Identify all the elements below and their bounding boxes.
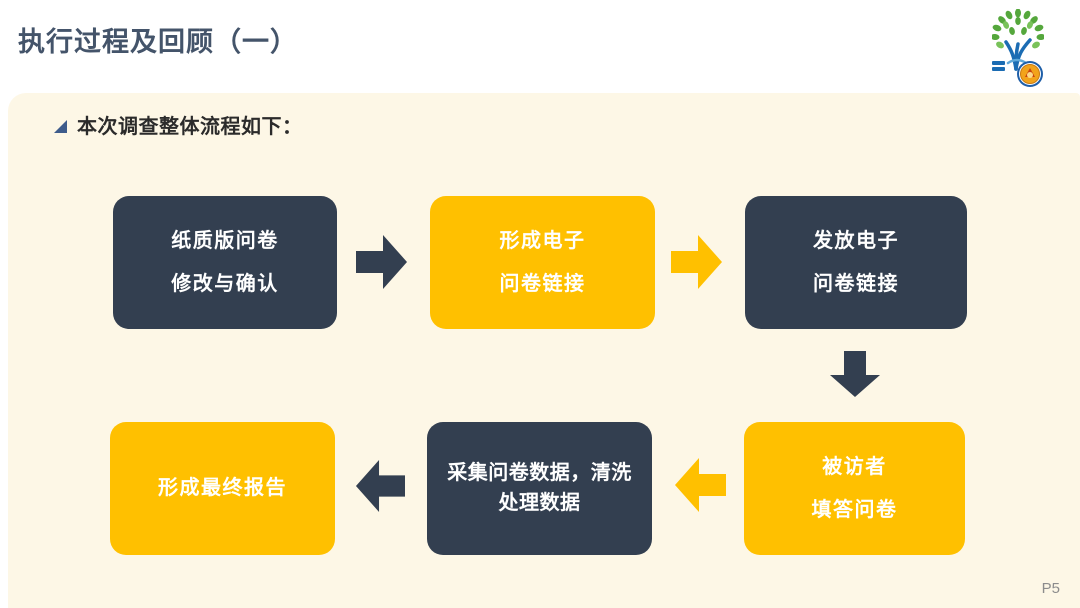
flow-step-4-line-1: 被访者 bbox=[822, 455, 887, 478]
flow-step-2-line-2: 问卷链接 bbox=[499, 272, 586, 295]
arrow-left-icon bbox=[355, 459, 405, 513]
triangle-bullet-icon bbox=[54, 119, 67, 133]
logo-badge bbox=[1017, 61, 1043, 87]
flow-step-5-line-1: 采集问卷数据，清洗 bbox=[447, 462, 632, 484]
arrow-right-icon bbox=[356, 234, 408, 290]
flow-step-1: 纸质版问卷 修改与确认 bbox=[113, 196, 337, 329]
flow-step-2-line-1: 形成电子 bbox=[499, 229, 586, 252]
logo-text-marks bbox=[992, 61, 1005, 71]
flow-step-4: 被访者 填答问卷 bbox=[744, 422, 965, 555]
flow-step-6: 形成最终报告 bbox=[110, 422, 335, 555]
tree-trunk bbox=[1004, 38, 1032, 71]
flow-step-6-line-1: 形成最终报告 bbox=[158, 477, 287, 499]
flow-step-3-line-1: 发放电子 bbox=[813, 229, 899, 252]
page-title: 执行过程及回顾（一） bbox=[18, 27, 298, 57]
flow-step-2: 形成电子 问卷链接 bbox=[430, 196, 655, 329]
section-heading-row: 本次调查整体流程如下： bbox=[54, 110, 303, 139]
arrow-right-icon bbox=[671, 234, 723, 290]
arrow-left-icon bbox=[674, 457, 726, 513]
flow-step-1-line-2: 修改与确认 bbox=[171, 272, 279, 295]
community-tree-logo-icon bbox=[990, 8, 1046, 89]
flow-step-3-line-2: 问卷链接 bbox=[813, 272, 899, 295]
flow-step-5: 采集问卷数据，清洗 处理数据 bbox=[427, 422, 652, 555]
flow-step-5-line-2: 处理数据 bbox=[498, 492, 581, 514]
flow-step-3: 发放电子 问卷链接 bbox=[745, 196, 967, 329]
flow-step-4-line-2: 填答问卷 bbox=[811, 498, 898, 521]
flow-step-1-line-1: 纸质版问卷 bbox=[171, 229, 279, 252]
section-heading: 本次调查整体流程如下： bbox=[77, 116, 303, 138]
tree-canopy bbox=[990, 8, 1046, 49]
page-number: P5 bbox=[1041, 580, 1060, 597]
arrow-down-icon bbox=[828, 351, 882, 397]
